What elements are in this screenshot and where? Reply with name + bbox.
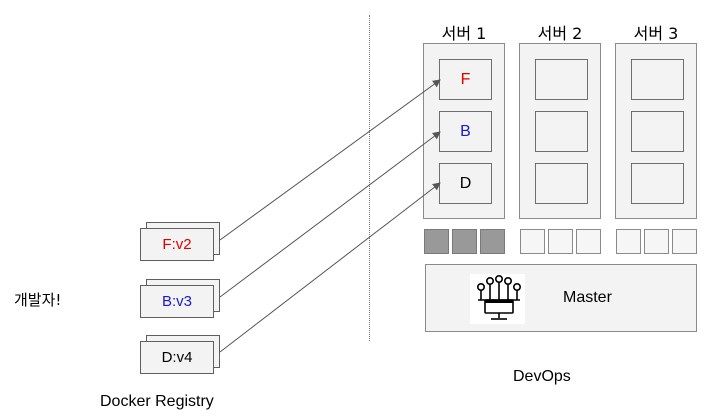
server-1-slot-3: D <box>439 163 492 204</box>
deploy-arrow-f <box>219 79 441 241</box>
server-2-node-2 <box>548 229 573 254</box>
server-2 <box>519 43 601 219</box>
server-3-slot-3 <box>631 163 684 204</box>
server-3-node-1 <box>616 229 641 254</box>
server-2-slot-2 <box>535 111 588 152</box>
server-2-title: 서버 2 <box>537 24 583 43</box>
server-2-node-1 <box>520 229 545 254</box>
server-2-node-3 <box>576 229 601 254</box>
server-3-node-3 <box>672 229 697 254</box>
registry-image-b: B:v3 <box>140 279 220 319</box>
image-tag-label: F:v2 <box>140 228 214 261</box>
registry-image-d: D:v4 <box>140 335 220 375</box>
server-1-slot-1: F <box>439 59 492 100</box>
deploy-arrow-b <box>219 131 441 298</box>
server-1-title: 서버 1 <box>441 24 487 43</box>
server-2-slot-1 <box>535 59 588 100</box>
devops-label: DevOps <box>513 368 571 385</box>
network-monitor-icon <box>470 274 525 324</box>
server-1-node-3 <box>480 229 505 254</box>
server-2-slot-3 <box>535 163 588 204</box>
image-tag-label: D:v4 <box>140 341 214 374</box>
master-label: Master <box>563 289 612 306</box>
image-tag-label: B:v3 <box>140 285 214 318</box>
server-3-slot-2 <box>631 111 684 152</box>
docker-registry-label: Docker Registry <box>100 393 214 410</box>
server-1-node-1 <box>424 229 449 254</box>
registry-image-f: F:v2 <box>140 222 220 262</box>
server-3-title: 서버 3 <box>633 24 679 43</box>
deploy-arrow-d <box>219 182 441 353</box>
server-3 <box>615 43 697 219</box>
developer-label: 개발자! <box>14 291 62 309</box>
server-1: F B D <box>423 43 505 219</box>
server-1-node-2 <box>452 229 477 254</box>
separator-line <box>369 15 370 341</box>
server-3-slot-1 <box>631 59 684 100</box>
server-3-node-2 <box>644 229 669 254</box>
master-node <box>425 264 697 332</box>
server-1-slot-2: B <box>439 111 492 152</box>
